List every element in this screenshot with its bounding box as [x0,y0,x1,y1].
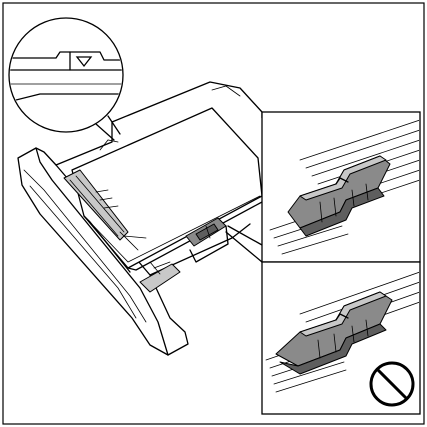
guide-correct-position [262,112,420,262]
guide-incorrect-position [262,262,420,414]
